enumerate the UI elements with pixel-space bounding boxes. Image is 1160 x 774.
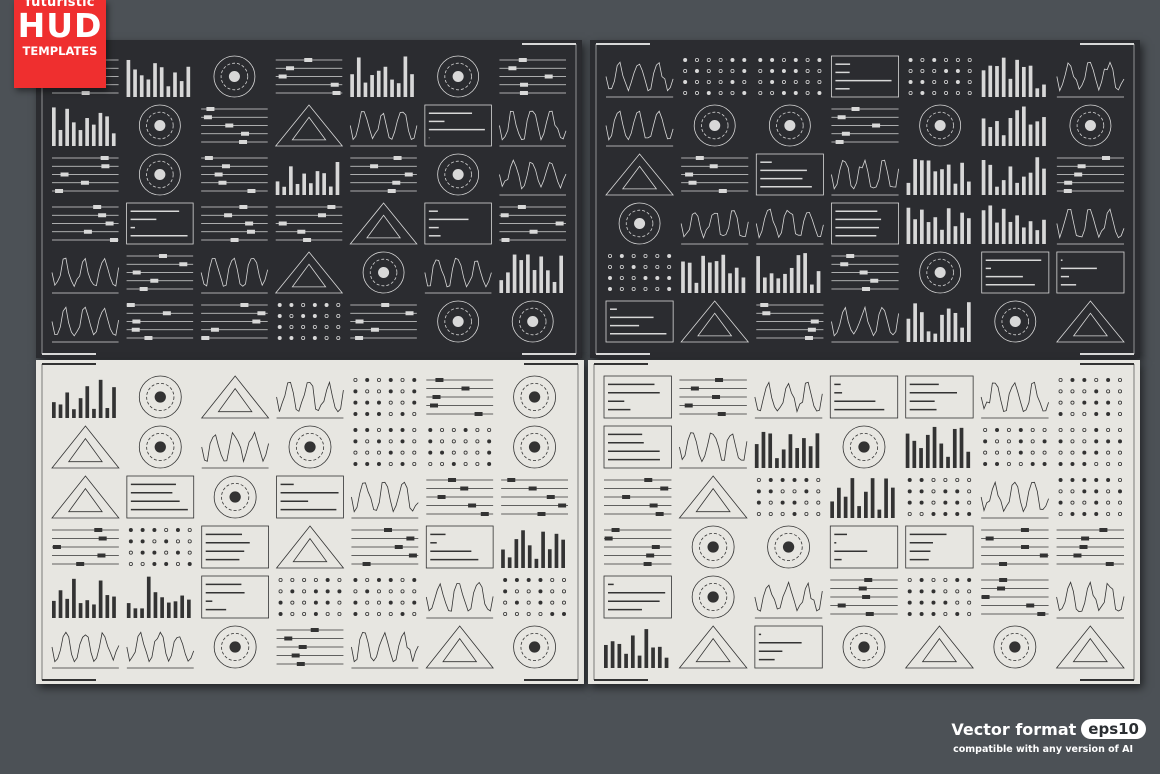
hud-sheet-dark-right bbox=[590, 40, 1140, 358]
vector-format-label: Vector format bbox=[951, 719, 1077, 739]
compatibility-note: compatible with any version of AI bbox=[953, 744, 1133, 755]
hud-sheet-graphics bbox=[588, 360, 1140, 684]
format-caption: Vector format eps10 bbox=[951, 716, 1146, 742]
eps-badge: eps10 bbox=[1081, 719, 1146, 739]
badge-line-hud: HUD bbox=[17, 6, 103, 45]
hud-sheet-graphics bbox=[36, 40, 582, 358]
hud-sheet-graphics bbox=[590, 40, 1140, 358]
hud-sheet-graphics bbox=[36, 360, 584, 684]
hud-sheet-light-left bbox=[36, 360, 584, 684]
badge-line-templates: TEMPLATES bbox=[22, 44, 98, 58]
hud-sheet-dark-left bbox=[36, 40, 582, 358]
product-badge: futuristic HUD TEMPLATES bbox=[14, 0, 106, 88]
badge-line-futuristic: futuristic bbox=[25, 0, 95, 10]
hud-sheet-light-right bbox=[588, 360, 1140, 684]
